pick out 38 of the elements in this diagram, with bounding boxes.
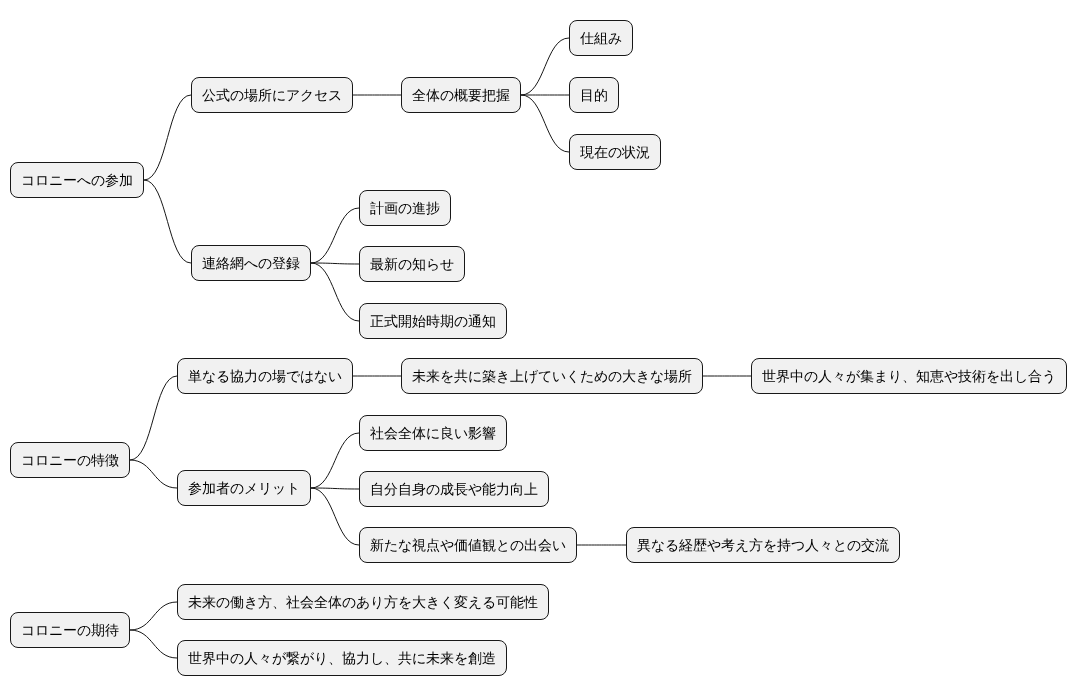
mindmap-node: 世界中の人々が集まり、知恵や技術を出し合う: [751, 358, 1067, 394]
mindmap-node: 未来を共に築き上げていくための大きな場所: [401, 358, 703, 394]
mindmap-node: 現在の状況: [569, 134, 661, 170]
mindmap-node: 新たな視点や価値観との出会い: [359, 527, 577, 563]
mindmap-node: 仕組み: [569, 20, 633, 56]
mindmap-node: 公式の場所にアクセス: [191, 77, 353, 113]
mindmap-node: コロニーへの参加: [10, 162, 144, 198]
connector-line: [310, 262, 360, 265]
mindmap-node: コロニーの期待: [10, 612, 130, 648]
connector-line: [520, 94, 570, 153]
mindmap-node: 世界中の人々が繋がり、協力し、共に未来を創造: [177, 640, 507, 676]
connector-line: [129, 601, 178, 631]
connector-line: [310, 262, 360, 322]
connector-line: [129, 375, 178, 461]
mindmap-node: 単なる協力の場ではない: [177, 358, 353, 394]
connector-line: [129, 459, 178, 489]
connector-line: [143, 94, 192, 181]
mindmap-node: 自分自身の成長や能力向上: [359, 471, 549, 507]
connector-line: [520, 94, 570, 96]
connector-line: [576, 544, 627, 546]
mindmap-node: 参加者のメリット: [177, 470, 311, 506]
connector-line: [143, 179, 192, 264]
mindmap-node: 正式開始時期の通知: [359, 303, 507, 339]
mindmap-node: 目的: [569, 77, 619, 113]
mindmap-node: 異なる経歴や考え方を持つ人々との交流: [626, 527, 900, 563]
mindmap-node: 未来の働き方、社会全体のあり方を大きく変える可能性: [177, 584, 549, 620]
connector-line: [702, 375, 752, 377]
mindmap-node: 全体の概要把握: [401, 77, 521, 113]
connector-line: [352, 94, 402, 96]
connector-line: [310, 487, 360, 546]
mindmap-node: 社会全体に良い影響: [359, 415, 507, 451]
connector-line: [310, 487, 360, 490]
connector-line: [352, 375, 402, 377]
connector-line: [129, 629, 178, 659]
mindmap-node: 計画の進捗: [359, 190, 451, 226]
mindmap-node: コロニーの特徴: [10, 442, 130, 478]
mindmap-node: 最新の知らせ: [359, 246, 465, 282]
mindmap-node: 連絡網への登録: [191, 245, 311, 281]
